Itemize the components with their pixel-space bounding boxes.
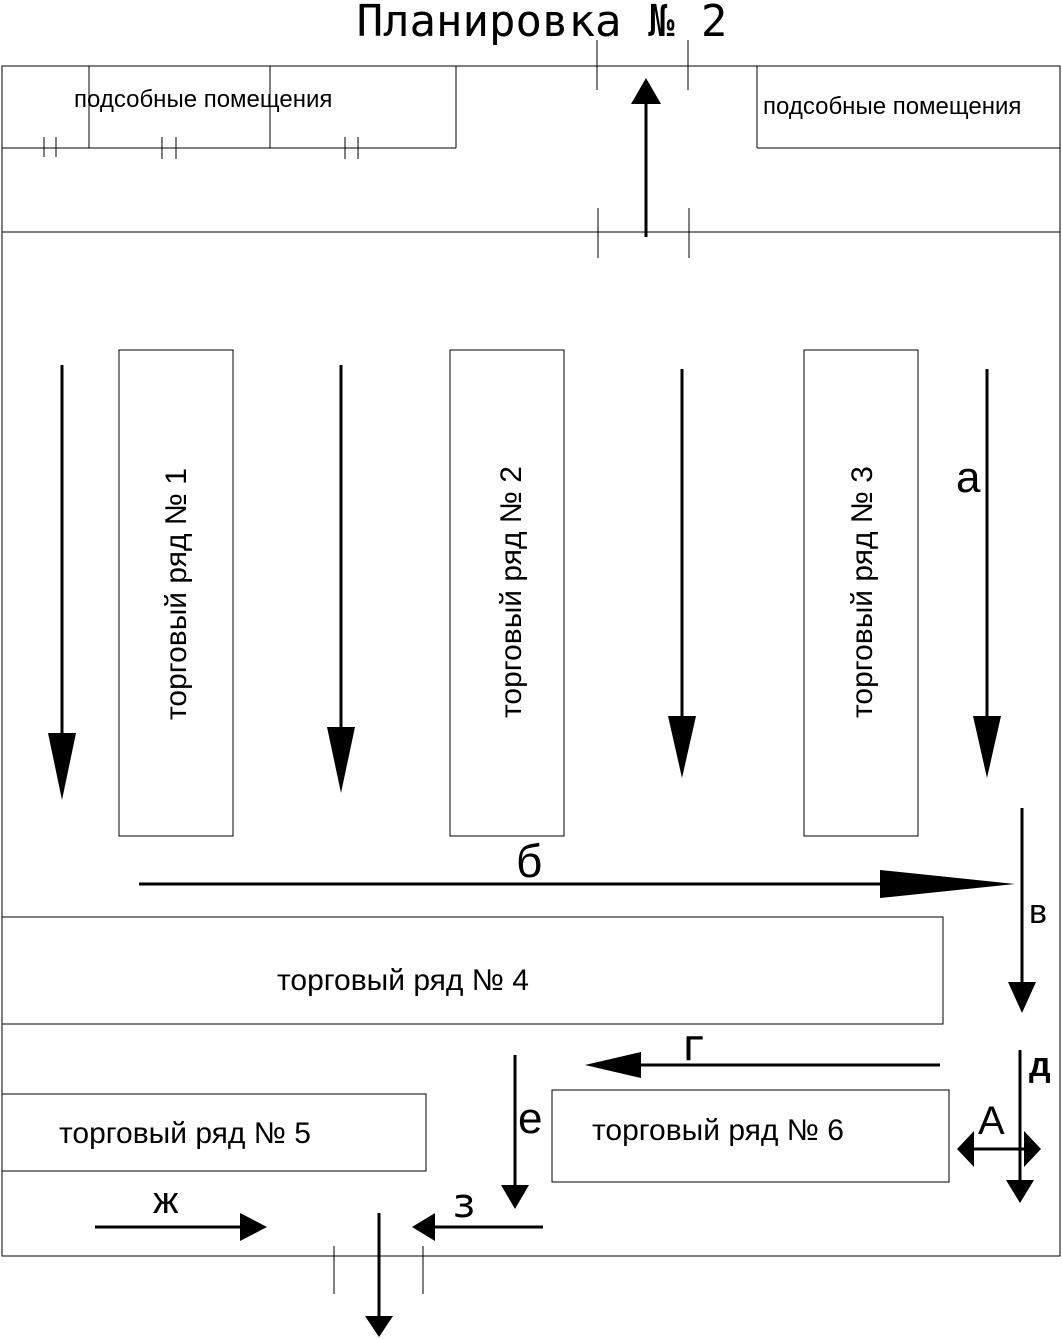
utility-block-right: подсобные помещения	[756, 66, 1060, 149]
arrow-label-e: е	[518, 1094, 542, 1143]
trading-row-3: торговый ряд № 3	[803, 349, 919, 837]
utility-rooms-label-left: подсобные помещения	[74, 86, 332, 113]
arrow-label-a: а	[956, 453, 981, 502]
trading-row-2: торговый ряд № 2	[449, 349, 565, 837]
arrow-label-d: д	[1029, 1046, 1051, 1084]
trading-row-3-label: торговый ряд № 3	[846, 466, 879, 718]
aisle-arrow-a	[973, 369, 1001, 778]
arrow-label-v: в	[1029, 893, 1047, 931]
aisle-arrow-3	[668, 369, 696, 778]
trading-row-1-label: торговый ряд № 1	[160, 468, 193, 720]
building-outline	[1, 65, 1061, 1257]
trading-row-2-label: торговый ряд № 2	[495, 466, 528, 718]
arrow-label-A: А	[978, 1099, 1005, 1143]
bottom-doorway	[333, 1246, 424, 1294]
utility-block-left: подсобные помещения	[2, 66, 457, 159]
arrow-label-b: б	[516, 835, 542, 887]
trading-row-5: торговый ряд № 5	[1, 1093, 427, 1172]
arrow-g	[585, 1052, 940, 1078]
arrow-label-z: з	[452, 1181, 476, 1227]
arrow-v	[1008, 808, 1036, 1013]
arrow-label-g: г	[681, 1020, 708, 1071]
utility-rooms-label-right: подсобные помещения	[763, 93, 1021, 120]
arrow-label-zh: ж	[153, 1180, 179, 1222]
trading-row-4-label: торговый ряд № 4	[277, 964, 529, 997]
aisle-arrow-2	[327, 365, 355, 793]
exit-arrow-up	[631, 78, 661, 237]
trading-row-1: торговый ряд № 1	[118, 349, 234, 837]
top-doorway	[596, 40, 690, 258]
arrow-b	[139, 870, 1015, 898]
trading-row-6: торговый ряд № 6	[551, 1089, 950, 1183]
arrow-e	[501, 1055, 529, 1209]
arrow-z	[412, 1213, 543, 1241]
trading-row-6-label: торговый ряд № 6	[592, 1114, 844, 1147]
diagram-title: Планировка № 2	[357, 0, 728, 47]
trading-row-4: торговый ряд № 4	[1, 916, 944, 1025]
arrow-d	[1006, 1050, 1034, 1203]
arrow-zh	[95, 1213, 267, 1241]
trading-row-5-label: торговый ряд № 5	[59, 1117, 311, 1150]
arrow-A	[957, 1131, 1041, 1167]
aisle-arrow-1	[48, 365, 76, 800]
exit-arrow-down	[365, 1213, 393, 1337]
